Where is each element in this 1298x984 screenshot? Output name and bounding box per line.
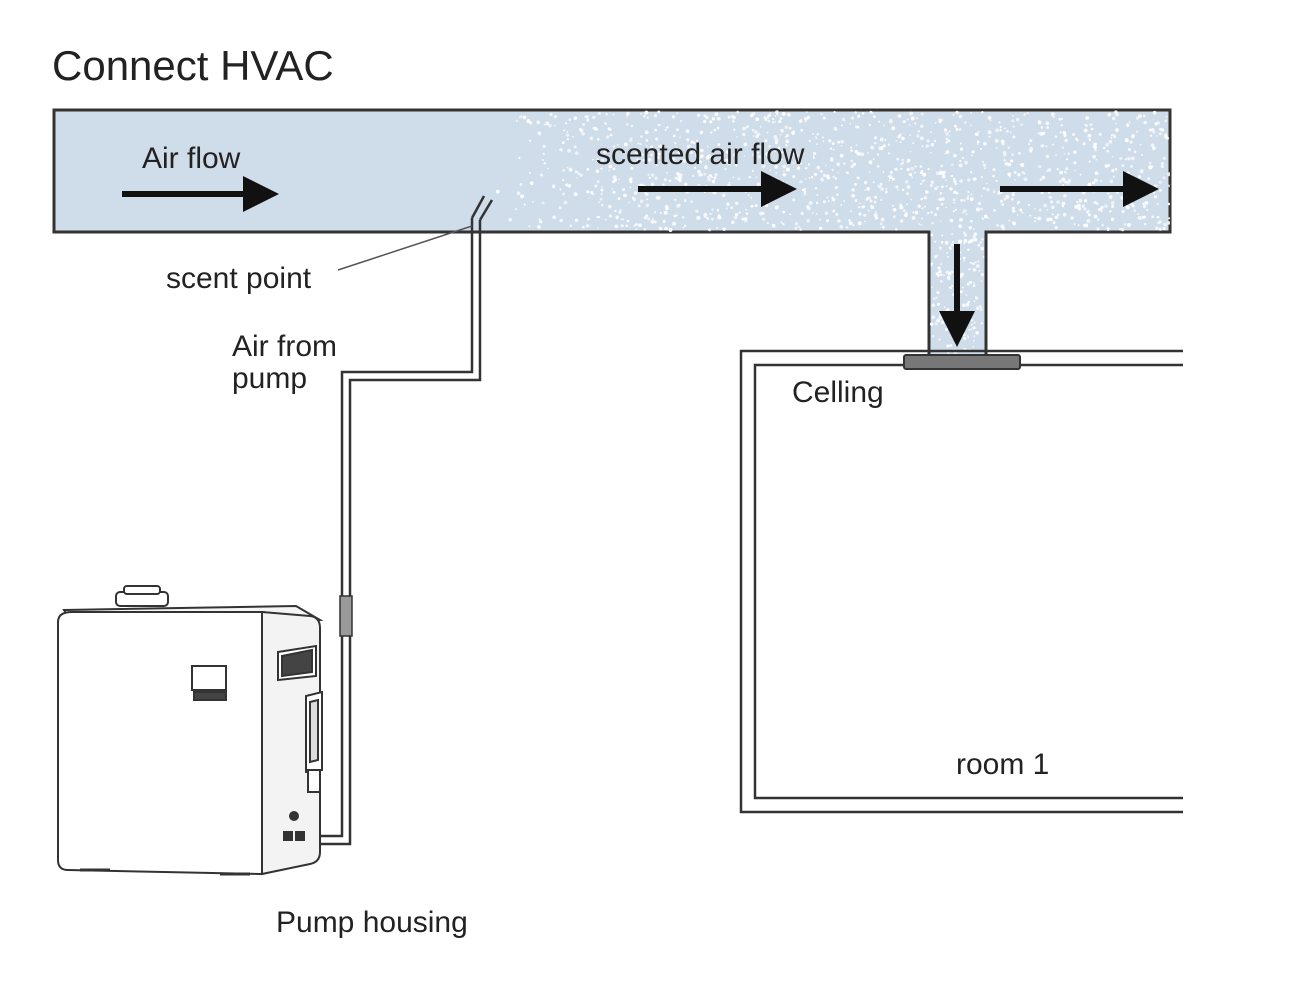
air-from-pump-label-line2: pump [232, 362, 307, 395]
ceiling-vent [903, 354, 1021, 370]
pump-housing-label: Pump housing [276, 906, 468, 939]
room-label: room 1 [956, 748, 1049, 781]
room-outline [739, 349, 1183, 814]
air-flow-label: Air flow [142, 142, 241, 175]
scent-point-label: scent point [166, 262, 312, 295]
scent-point-leader-line [337, 225, 473, 271]
hvac-duct [52, 108, 1172, 362]
air-pipe [320, 195, 494, 846]
scent-diffuser-device [57, 585, 324, 876]
scent-particles [495, 110, 1170, 359]
ceiling-label: Celling [792, 376, 884, 409]
page-title: Connect HVAC [52, 42, 334, 89]
scented-air-flow-label: scented air flow [596, 138, 805, 171]
air-from-pump-label-line1: Air from [232, 330, 337, 363]
